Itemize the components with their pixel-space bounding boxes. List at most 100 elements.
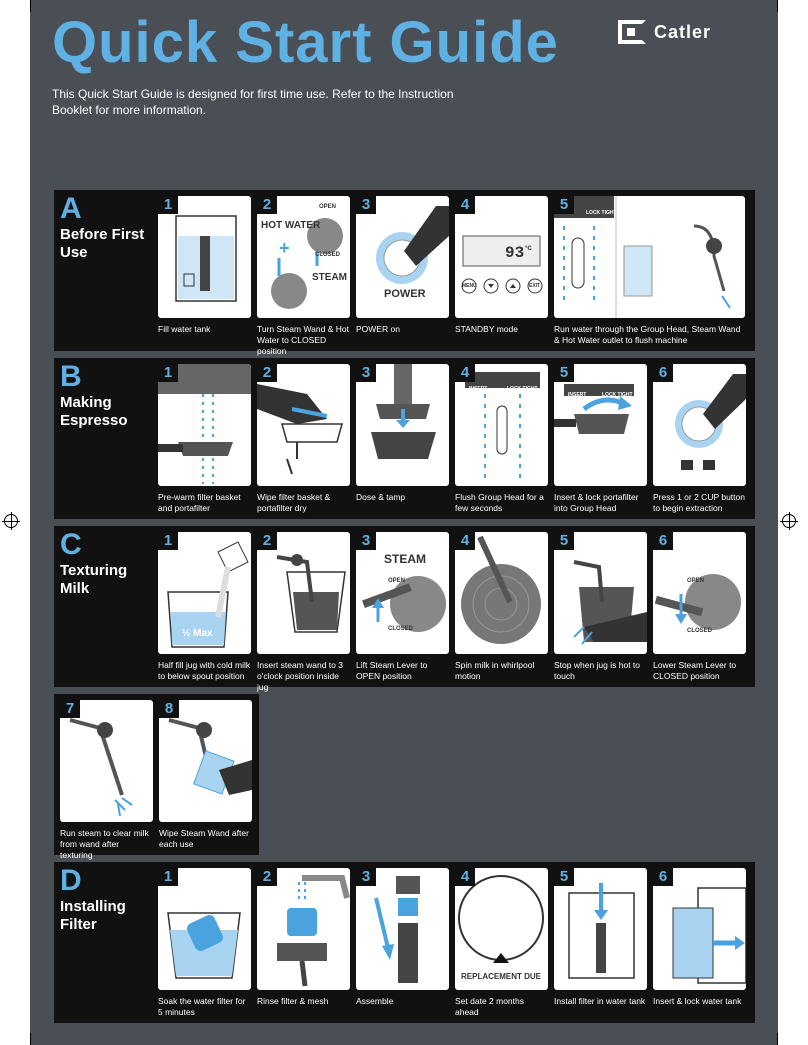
step-caption: Lower Steam Lever to CLOSED position [653, 660, 737, 681]
section-name: Texturing Milk [60, 562, 128, 597]
step-number: 5 [554, 868, 574, 886]
step-caption: Flush Group Head for a few seconds [455, 492, 544, 513]
open-label: OPEN [388, 578, 406, 584]
section-name: Making Espresso [60, 394, 128, 429]
crop-mark [777, 1033, 778, 1045]
brand-logo: Catler [618, 20, 711, 44]
section-before-first-use: A Before First Use 1 Fill water tank + H… [54, 190, 755, 356]
brand-mark-icon [618, 20, 646, 44]
step-caption: Lift Steam Lever to OPEN position [356, 660, 428, 681]
step-caption: Wipe filter basket & portafilter dry [257, 492, 331, 513]
step-caption: Dose & tamp [356, 492, 406, 502]
lock-tight-label: LOCK TIGHT [602, 392, 633, 398]
display-icon [461, 235, 543, 294]
registration-mark-icon [2, 512, 20, 530]
soak-filter-icon [167, 912, 241, 979]
crop-mark [30, 0, 31, 12]
insert-label: INSERT [568, 392, 587, 398]
step-number: 1 [158, 532, 178, 550]
step-number: 5 [554, 532, 574, 550]
open-label: OPEN [687, 578, 705, 584]
registration-mark-icon [780, 512, 798, 530]
temperature-display: 93 [505, 244, 525, 262]
step-number: 3 [356, 196, 376, 214]
step-number: 1 [158, 196, 178, 214]
wipe-wand-icon [168, 718, 252, 795]
section-texturing-milk: C Texturing Milk ½ Max 1 Half fill jug w… [54, 526, 755, 692]
step-number: 2 [257, 196, 277, 214]
crop-mark [30, 1033, 31, 1045]
exit-button-label: EXIT [529, 283, 541, 289]
step-number: 6 [653, 868, 673, 886]
svg-text:+: + [279, 238, 290, 258]
whirlpool-icon [461, 535, 541, 644]
section-letter: B [60, 360, 82, 393]
section-installing-filter: D Installing Filter 1 Soak the water fil… [54, 862, 755, 1023]
portafilter-icon [158, 364, 251, 484]
steam-clear-icon [69, 718, 133, 817]
insert-icon [554, 384, 634, 434]
intro-text: This Quick Start Guide is designed for f… [52, 87, 454, 117]
step-caption: Run water through the Group Head, Steam … [554, 324, 741, 345]
page-title: Quick Start Guide [52, 10, 559, 75]
menu-button-label: MENU [462, 283, 477, 289]
open-label: OPEN [319, 204, 337, 210]
step-number: 7 [60, 700, 80, 718]
section-making-espresso: B Making Espresso 1 Pre-warm filter bask… [54, 358, 755, 519]
step-number: 2 [257, 532, 277, 550]
step-number: 4 [455, 364, 475, 382]
assemble-icon [374, 876, 420, 983]
steam-label: STEAM [312, 272, 347, 283]
step-number: 5 [554, 196, 574, 214]
step-caption: Wipe Steam Wand after each use [159, 828, 249, 849]
step-number: 3 [356, 868, 376, 886]
section-name: Before First Use [60, 226, 145, 261]
hand-jug-icon [573, 560, 647, 645]
step-caption: Stop when jug is hot to touch [554, 660, 641, 681]
closed-label: CLOSED [388, 626, 414, 632]
step-caption: Press 1 or 2 CUP button to begin extract… [653, 492, 745, 513]
steam-wand-icon [276, 554, 346, 633]
step-caption: Insert steam wand to 3 o'clock position … [257, 660, 343, 692]
section-letter: C [60, 528, 82, 561]
step-number: 3 [356, 532, 376, 550]
step-number: 4 [455, 868, 475, 886]
step-caption: Pre-warm filter basket and portafilter [158, 492, 241, 513]
step-number: 1 [158, 868, 178, 886]
hot-water-label: HOT WATER [261, 220, 321, 231]
step-caption: Half fill jug with cold milk to below sp… [158, 660, 251, 681]
step-caption: Install filter in water tank [554, 996, 646, 1006]
insert-label: INSERT [469, 386, 488, 392]
step-number: 2 [257, 868, 277, 886]
date-dial-icon [458, 875, 544, 963]
step-caption: Run steam to clear milk from wand after … [60, 828, 149, 860]
step-number: 1 [158, 364, 178, 382]
section-name: Installing Filter [60, 898, 126, 933]
step-caption: STANDBY mode [455, 324, 518, 334]
wipe-icon [257, 384, 343, 475]
install-filter-icon [568, 883, 635, 979]
step-caption: POWER on [356, 324, 400, 334]
step-number: 8 [159, 700, 179, 718]
steam-dial-icon [654, 574, 741, 630]
lock-tight-label: LOCK TIGHT [586, 210, 617, 216]
half-max-label: ½ Max [182, 628, 213, 639]
replacement-due-label: REPLACEMENT DUE [461, 972, 542, 981]
power-label: POWER [384, 288, 426, 300]
step-number: 4 [455, 196, 475, 214]
section-letter: D [60, 864, 82, 897]
step-number: 4 [455, 532, 475, 550]
power-button-icon [376, 206, 449, 284]
step-number: 3 [356, 364, 376, 382]
steam-label: STEAM [384, 552, 426, 566]
brand-name: Catler [654, 21, 712, 42]
lock-tight-label: LOCK TIGHT [507, 386, 538, 392]
closed-label: CLOSED [687, 628, 713, 634]
step-caption: Fill water tank [158, 324, 211, 334]
closed-label: CLOSED [315, 252, 341, 258]
tank-insert-icon [672, 887, 746, 984]
water-tank-icon [175, 215, 237, 302]
step-number: 2 [257, 364, 277, 382]
step-number: 6 [653, 532, 673, 550]
dial-icon: + [271, 218, 343, 309]
